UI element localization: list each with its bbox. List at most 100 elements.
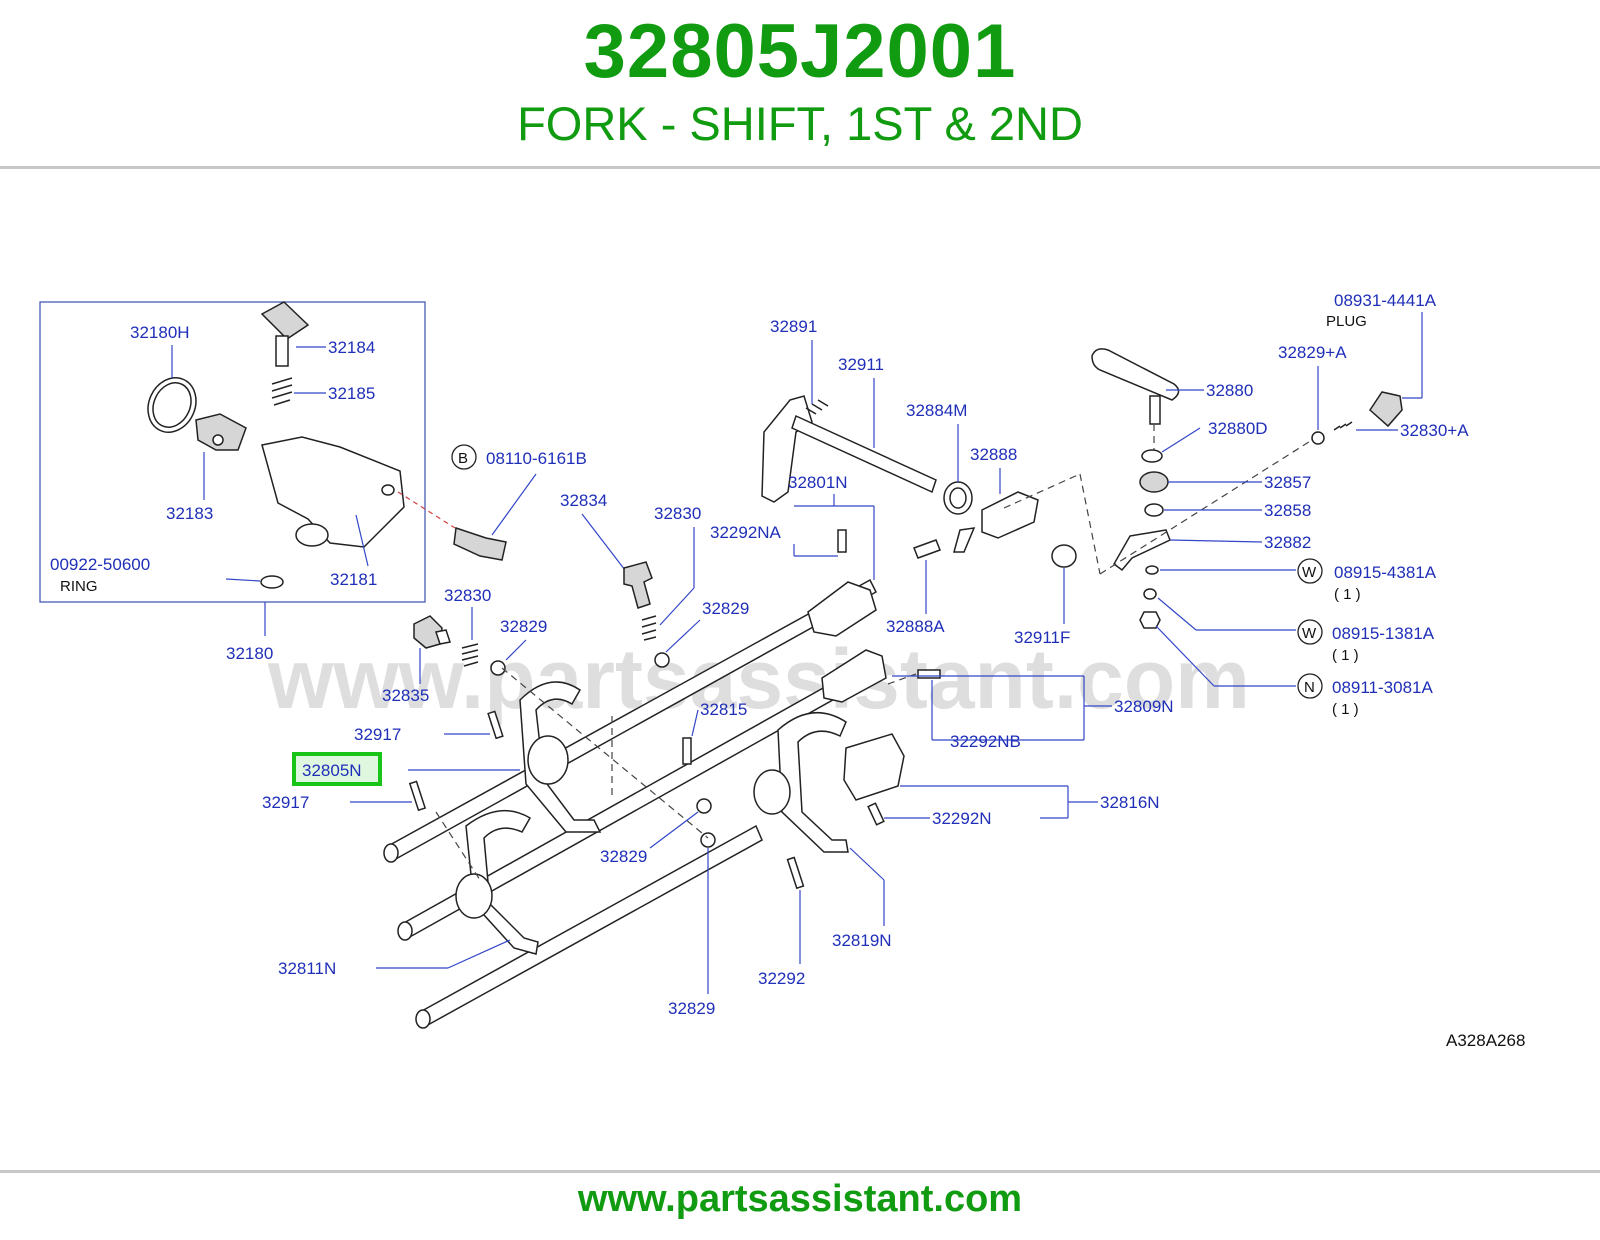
symbol-b: B (458, 450, 468, 467)
dash-line-balls (501, 667, 709, 839)
label-08110-6161b: 08110-6161B (486, 449, 587, 468)
spring-32185 (271, 377, 293, 406)
spring-32830-upper (641, 615, 657, 641)
label-08915-4381a: 08915-4381A (1334, 563, 1437, 582)
label-32911: 32911 (838, 355, 884, 374)
ball-32829a (1311, 431, 1325, 445)
label-32805n: 32805N (302, 761, 362, 780)
label-08911-3081a: 08911-3081A (1332, 678, 1433, 697)
label-32829-left: 32829 (500, 617, 547, 636)
label-32882: 32882 (1264, 533, 1311, 552)
top-divider (0, 166, 1600, 169)
spring-32830a (1333, 421, 1353, 431)
label-32911f: 32911F (1014, 628, 1070, 647)
leader-32882 (1169, 539, 1263, 543)
leader-32181 (355, 514, 369, 567)
inset-parts (147, 301, 456, 589)
cam-32183 (195, 413, 247, 451)
label-32183: 32183 (166, 504, 213, 523)
bottom-divider (0, 1170, 1600, 1173)
washer-32858 (1144, 503, 1164, 517)
highlight-box-32805n (292, 752, 382, 786)
pin-32184-head (260, 301, 310, 340)
label-00922-50600: 00922-50600 (50, 555, 150, 574)
o-ring-inner (152, 382, 192, 428)
leader-32829-lower (649, 811, 699, 849)
label-32888a: 32888A (886, 617, 945, 636)
label-32835: 32835 (382, 686, 429, 705)
symbol-w1-circle (1297, 558, 1323, 584)
pin-32888a (913, 539, 941, 559)
label-32880: 32880 (1206, 381, 1253, 400)
label-32811n: 32811N (278, 959, 336, 978)
leader-32829-left (505, 639, 527, 661)
dash-linkage-b (1003, 473, 1081, 509)
spring-32830-left (461, 643, 479, 667)
label-32292na: 32292NA (710, 523, 782, 542)
washer-32880d (1141, 449, 1163, 463)
bolt-08110 (453, 526, 507, 561)
shaft-assembly (383, 529, 941, 1029)
leader-08911-a (1155, 625, 1215, 687)
fork-32819n (777, 711, 849, 853)
housing-hole-2 (381, 484, 395, 496)
plug-08931 (1369, 391, 1403, 428)
ball-32829-left (490, 660, 506, 676)
label-32292: 32292 (758, 969, 805, 988)
label-32292nb: 32292NB (950, 732, 1021, 751)
arm-32882 (1113, 529, 1171, 572)
bushing-32884m-inner (949, 487, 967, 509)
dash-linkage-a (1079, 473, 1101, 575)
label-32819n: 32819N (832, 931, 892, 950)
label-32180h: 32180H (130, 323, 190, 342)
bushing-32857 (1139, 471, 1169, 493)
label-32917-upper: 32917 (354, 725, 401, 744)
leader-32819n-b (849, 847, 885, 881)
pin-32917-lower (408, 780, 427, 812)
fork-32805n (519, 681, 602, 833)
ball-32829-lower-a (696, 798, 712, 814)
leader-08915-1381a-a (1157, 597, 1197, 631)
label-32292n: 32292N (932, 809, 992, 828)
label-32809n: 32809N (1114, 697, 1174, 716)
leader-32834 (581, 513, 629, 575)
leader-08110 (491, 473, 537, 536)
pin-32292n (867, 802, 885, 826)
ball-32829-lower-b (700, 832, 716, 848)
bracket-32816n (843, 733, 905, 801)
shaft-upper-end (383, 843, 399, 863)
rod-32911 (791, 414, 937, 494)
footer-url[interactable]: www.partsassistant.com (577, 1178, 1023, 1220)
symbol-n-circle (1297, 673, 1323, 699)
pin-32815 (682, 737, 692, 765)
inset-box (39, 301, 426, 603)
label-ring: RING (60, 578, 98, 595)
label-32891: 32891 (770, 317, 817, 336)
fork-32811n (465, 809, 539, 955)
shaft-upper-fitting (807, 581, 877, 637)
label-qty-2: ( 1 ) (1332, 647, 1359, 664)
label-32801n: 32801N (788, 473, 848, 492)
clip-08915-1381a (1143, 588, 1157, 600)
shaft-middle-end (397, 921, 413, 941)
label-08915-1381a: 08915-1381A (1332, 624, 1435, 643)
label-32816n: 32816N (1100, 793, 1160, 812)
label-32830-left: 32830 (444, 586, 491, 605)
label-32829-lower: 32829 (600, 847, 647, 866)
lever-32888-arm (953, 527, 976, 553)
leader-32880d (1161, 427, 1201, 453)
bolt-32834 (623, 561, 653, 609)
housing-32181 (261, 436, 405, 548)
diagram-code: A328A268 (1446, 1031, 1525, 1050)
part-description: FORK - SHIFT, 1ST & 2ND (517, 97, 1083, 150)
label-32180: 32180 (226, 644, 273, 663)
leader-32829-upper (665, 619, 701, 653)
page-header: 32805J2001 FORK - SHIFT, 1ST & 2ND (0, 0, 1600, 170)
linkage-assembly (761, 348, 1403, 629)
leader-32830-upper-b (659, 587, 695, 626)
lever-32880 (1091, 348, 1180, 401)
pin-32292nb (917, 669, 941, 679)
symbol-b-circle (451, 444, 477, 470)
ring-00922 (260, 575, 284, 589)
label-32181: 32181 (330, 570, 377, 589)
